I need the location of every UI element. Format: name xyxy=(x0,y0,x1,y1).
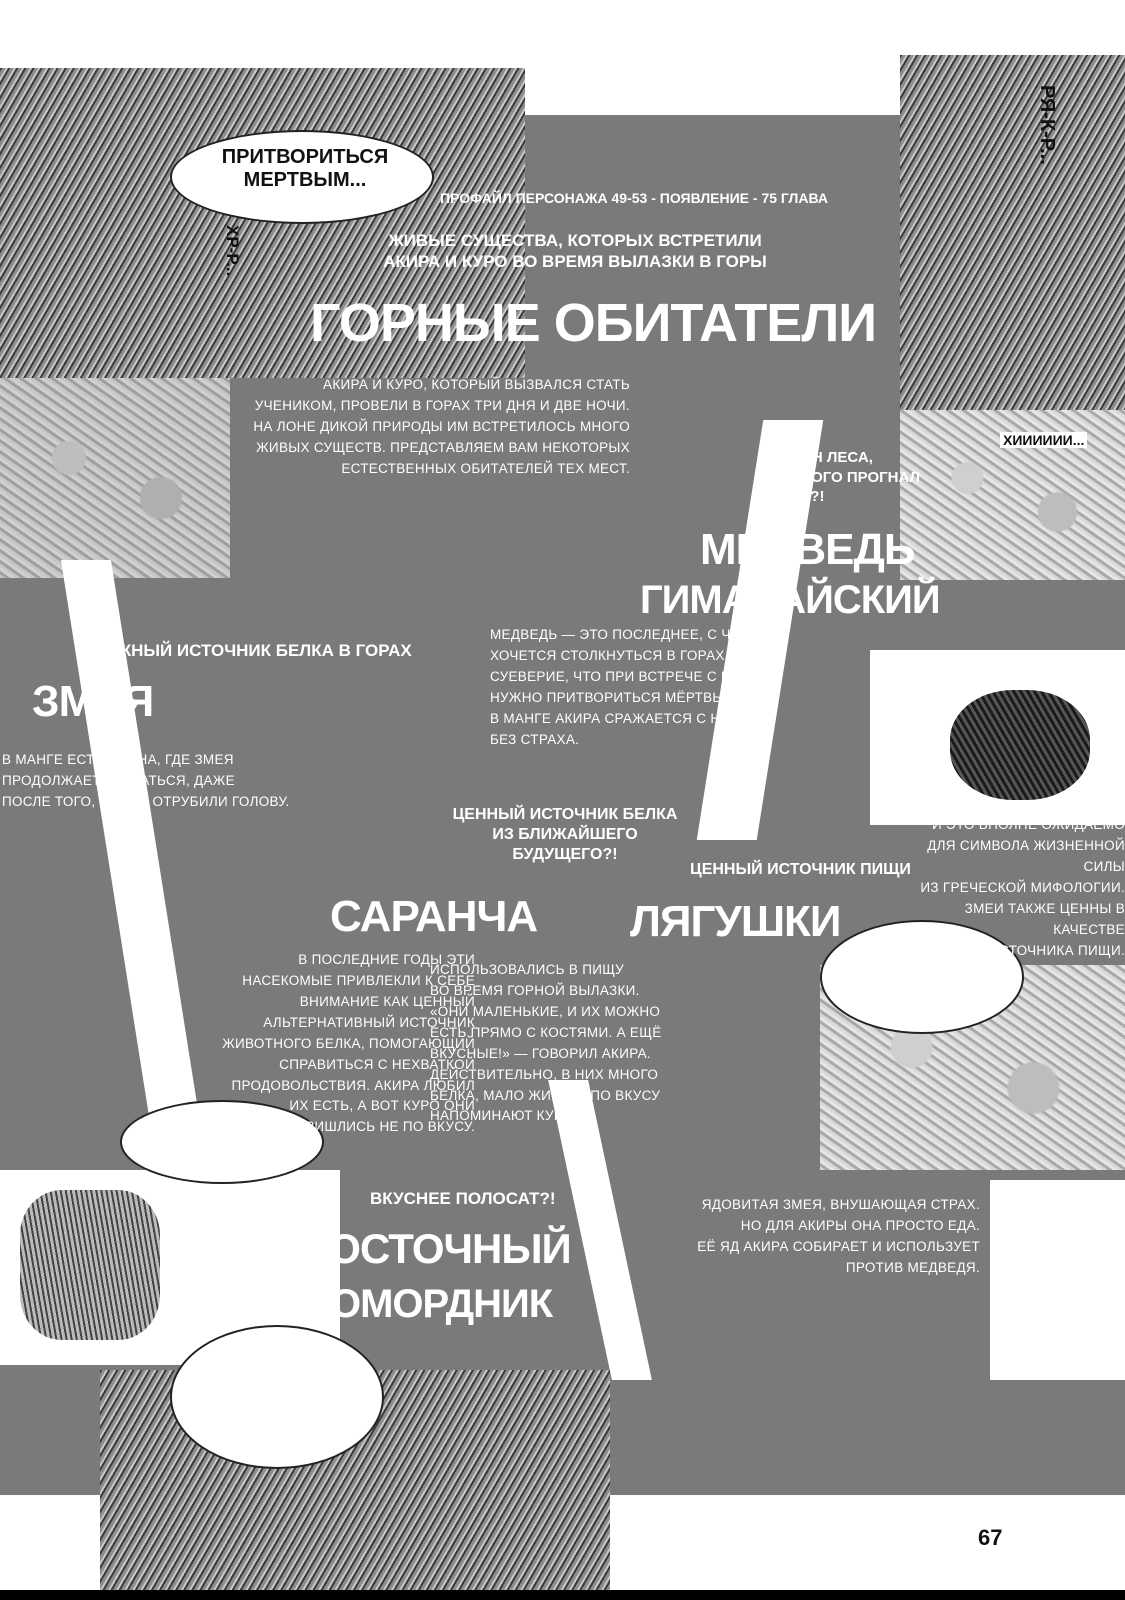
bear-kicker-line: АКИРА?! xyxy=(760,488,825,505)
bear-text-line: БЕЗ СТРАХА. xyxy=(490,731,580,747)
snake-text-line: И ЭТО ВПОЛНЕ ОЖИДАЕМО xyxy=(931,817,1125,832)
bear-name: ГИМАЛАЙСКИЙ xyxy=(640,578,941,622)
frog-text-line: НАПОМИНАЮТ КУРИЦУ. xyxy=(430,1108,595,1124)
frog-text-line: БЕЛКА, МАЛО ЖИРА, А ПО ВКУСУ xyxy=(430,1087,661,1103)
speech-bubble-empty xyxy=(820,920,1024,1034)
locust-text-line: ИХ ЕСТЬ, А ВОТ КУРО ОНИ xyxy=(289,1098,475,1114)
intro-line: ЕСТЕСТВЕННЫХ ОБИТАТЕЛЕЙ ТЕХ МЕСТ. xyxy=(341,460,630,476)
bear-text-line: ХОЧЕТСЯ СТОЛКНУТЬСЯ В ГОРАХ. ЭТО xyxy=(490,647,762,663)
locust-name: САРАНЧА xyxy=(330,892,538,941)
bottom-black-band xyxy=(0,1590,1125,1600)
locust-kicker: ЦЕННЫЙ ИСТОЧНИК БЕЛКА ИЗ БЛИЖАЙШЕГО БУДУ… xyxy=(400,805,730,865)
pitviper-text-line: НО ДЛЯ АКИРЫ ОНА ПРОСТО ЕДА. xyxy=(740,1217,980,1233)
bear-text-line: НУЖНО ПРИТВОРИТЬСЯ МЁРТВЫМ. xyxy=(490,689,741,705)
locust-text-line: В ПОСЛЕДНИЕ ГОДЫ ЭТИ xyxy=(298,952,475,967)
bear-kicker-line: ХОЗЯИН ЛЕСА, xyxy=(760,449,873,466)
locust-text-line: ВНИМАНИЕ КАК ЦЕННЫЙ xyxy=(299,993,475,1009)
intro-line: ЖИВЫХ СУЩЕСТВ. ПРЕДСТАВЛЯЕМ ВАМ НЕКОТОРЫ… xyxy=(256,439,630,455)
intro-line: УЧЕНИКОМ, ПРОВЕЛИ В ГОРАХ ТРИ ДНЯ И ДВЕ … xyxy=(254,397,630,413)
profile-line: ПРОФАЙЛ ПЕРСОНАЖА 49-53 - ПОЯВЛЕНИЕ - 75… xyxy=(440,190,828,206)
snake-text-line: ИЗ ГРЕЧЕСКОЙ МИФОЛОГИИ. xyxy=(920,879,1125,895)
speech-bubble: ПРИТВОРИТЬСЯ МЕРТВЫМ... xyxy=(170,130,434,224)
snake-text-line: ДЛЯ СИМВОЛА ЖИЗНЕННОЙ СИЛЫ xyxy=(927,837,1125,874)
bear-text: МЕДВЕДЬ — ЭТО ПОСЛЕДНЕЕ, С ЧЕМ ХОЧЕТСЯ С… xyxy=(490,625,870,751)
pitviper-name: ЩИТОМОРДНИК xyxy=(240,1282,553,1326)
snake-text-line: ЗМЕИ ТАКЖЕ ЦЕННЫ В КАЧЕСТВЕ xyxy=(964,900,1125,937)
frog-kicker: ЦЕННЫЙ ИСТОЧНИК ПИЩИ xyxy=(690,861,911,878)
locust-kicker-line: ИЗ БЛИЖАЙШЕГО xyxy=(492,826,638,843)
intro-text: АКИРА И КУРО, КОТОРЫЙ ВЫЗВАЛСЯ СТАТЬ УЧЕ… xyxy=(150,375,630,480)
intro-line: АКИРА И КУРО, КОТОРЫЙ ВЫЗВАЛСЯ СТАТЬ xyxy=(323,377,630,392)
pitviper-text-line: ЕЁ ЯД АКИРА СОБИРАЕТ И ИСПОЛЬЗУЕТ xyxy=(697,1238,980,1254)
bear-text-line: В МАНГЕ АКИРА СРАЖАЕТСЯ С НИМ, xyxy=(490,710,747,726)
frog-text-line: ИСПОЛЬЗОВАЛИСЬ В ПИЩУ xyxy=(430,962,625,977)
snake-text-line: В МАНГЕ ЕСТЬ СЦЕНА, ГДЕ ЗМЕЯ xyxy=(2,752,234,767)
snake-text-continued: И ЭТО ВПОЛНЕ ОЖИДАЕМО ДЛЯ СИМВОЛА ЖИЗНЕН… xyxy=(890,815,1125,961)
pitviper-text: ЯДОВИТАЯ ЗМЕЯ, ВНУШАЮЩАЯ СТРАХ. НО ДЛЯ А… xyxy=(600,1195,980,1279)
header-subtitle-line: ЖИВЫЕ СУЩЕСТВА, КОТОРЫХ ВСТРЕТИЛИ xyxy=(388,231,762,250)
top-right-illustration xyxy=(900,55,1125,415)
pitviper-name: ВОСТОЧНЫЙ xyxy=(300,1225,572,1272)
header-subtitle: ЖИВЫЕ СУЩЕСТВА, КОТОРЫХ ВСТРЕТИЛИ АКИРА … xyxy=(355,230,795,273)
locust-text-line: СПРАВИТЬСЯ С НЕХВАТКОЙ xyxy=(279,1056,475,1072)
pitviper-kicker: ВКУСНЕЕ ПОЛОСАТ?! xyxy=(370,1189,556,1208)
pitviper-text-line: ПРОТИВ МЕДВЕДЯ. xyxy=(845,1259,980,1275)
frog-text-line: ВО ВРЕМЯ ГОРНОЙ ВЫЛАЗКИ. xyxy=(430,982,640,998)
frog-text: ИСПОЛЬЗОВАЛИСЬ В ПИЩУ ВО ВРЕМЯ ГОРНОЙ ВЫ… xyxy=(430,960,810,1127)
frog-name: ЛЯГУШКИ xyxy=(630,897,842,946)
bear-name: МЕДВЕДЬ xyxy=(700,525,915,574)
locust-text: В ПОСЛЕДНИЕ ГОДЫ ЭТИ НАСЕКОМЫЕ ПРИВЛЕКЛИ… xyxy=(100,950,475,1138)
locust-text-line: ЖИВОТНОГО БЕЛКА, ПОМОГАЮЩИЙ xyxy=(222,1035,475,1051)
frog-text-line: «ОНИ МАЛЕНЬКИЕ, И ИХ МОЖНО xyxy=(430,1003,661,1019)
snake-text-line: ИСТОЧНИКА ПИЩИ. xyxy=(989,942,1125,958)
snake-text-line: ПОСЛЕ ТОГО, КАК ЕЙ ОТРУБИЛИ ГОЛОВУ. xyxy=(2,793,290,809)
pitviper-text-line: ЯДОВИТАЯ ЗМЕЯ, ВНУШАЮЩАЯ СТРАХ. xyxy=(701,1197,980,1212)
snake-name: ЗМЕЯ xyxy=(32,677,154,726)
sound-effect: ХР-Р... xyxy=(223,225,242,277)
snake-text-line: ПРОДОЛЖАЕТ ДВИГАТЬСЯ, ДАЖЕ xyxy=(2,772,235,788)
boar-illustration xyxy=(0,68,525,378)
frog-illustration xyxy=(990,1180,1125,1380)
bear-kicker-line: КОТОРОГО ПРОГНАЛ xyxy=(760,468,921,486)
locust-kicker-line: БУДУЩЕГО?! xyxy=(512,846,618,863)
grass-photo-left xyxy=(0,378,230,578)
speech-text: МЕРТВЫМ... xyxy=(243,169,367,191)
locust-kicker-line: ЦЕННЫЙ ИСТОЧНИК БЕЛКА xyxy=(452,806,678,823)
snake-kicker: ВАЖНЫЙ ИСТОЧНИК БЕЛКА В ГОРАХ xyxy=(92,641,412,660)
bear-text-line: СУЕВЕРИЕ, ЧТО ПРИ ВСТРЕЧЕ С НИМ xyxy=(490,668,753,684)
bear-text-line: МЕДВЕДЬ — ЭТО ПОСЛЕДНЕЕ, С ЧЕМ xyxy=(490,627,752,642)
locust-text-line: НАСЕКОМЫЕ ПРИВЛЕКЛИ К СЕБЕ xyxy=(242,972,475,988)
sound-effect: ХИИИИИИ... xyxy=(1000,432,1088,448)
speech-bubble-empty xyxy=(120,1100,324,1184)
snake-text: В МАНГЕ ЕСТЬ СЦЕНА, ГДЕ ЗМЕЯ ПРОДОЛЖАЕТ … xyxy=(2,750,302,813)
frog-text-line: ЕСТЬ ПРЯМО С КОСТЯМИ. А ЕЩЁ xyxy=(430,1024,662,1040)
speech-bubble-empty xyxy=(170,1325,384,1469)
locust-text-line: ПРИШЛИСЬ НЕ ПО ВКУСУ. xyxy=(295,1119,475,1135)
locust-text-line: АЛЬТЕРНАТИВНЫЙ ИСТОЧНИК xyxy=(263,1014,475,1030)
page-number: 67 xyxy=(978,1525,1003,1550)
intro-line: НА ЛОНЕ ДИКОЙ ПРИРОДЫ ИМ ВСТРЕТИЛОСЬ МНО… xyxy=(253,418,630,434)
bear-illustration xyxy=(870,650,1125,825)
header-subtitle-line: АКИРА И КУРО ВО ВРЕМЯ ВЫЛАЗКИ В ГОРЫ xyxy=(383,252,767,272)
speech-text: ПРИТВОРИТЬСЯ xyxy=(221,146,389,168)
frog-text-line: ДЕЙСТВИТЕЛЬНО, В НИХ МНОГО xyxy=(430,1066,659,1082)
page-title: ГОРНЫЕ ОБИТАТЕЛИ xyxy=(310,293,877,353)
bear-kicker: ХОЗЯИН ЛЕСА, КОТОРОГО ПРОГНАЛ АКИРА?! xyxy=(760,448,920,507)
frog-text-line: ВКУСНЫЕ!» — ГОВОРИЛ АКИРА. xyxy=(430,1045,651,1061)
locust-text-line: ПРОДОВОЛЬСТВИЯ. АКИРА ЛЮБИЛ xyxy=(231,1077,475,1093)
sound-effect: РЯ-К-Р... xyxy=(1036,85,1058,165)
